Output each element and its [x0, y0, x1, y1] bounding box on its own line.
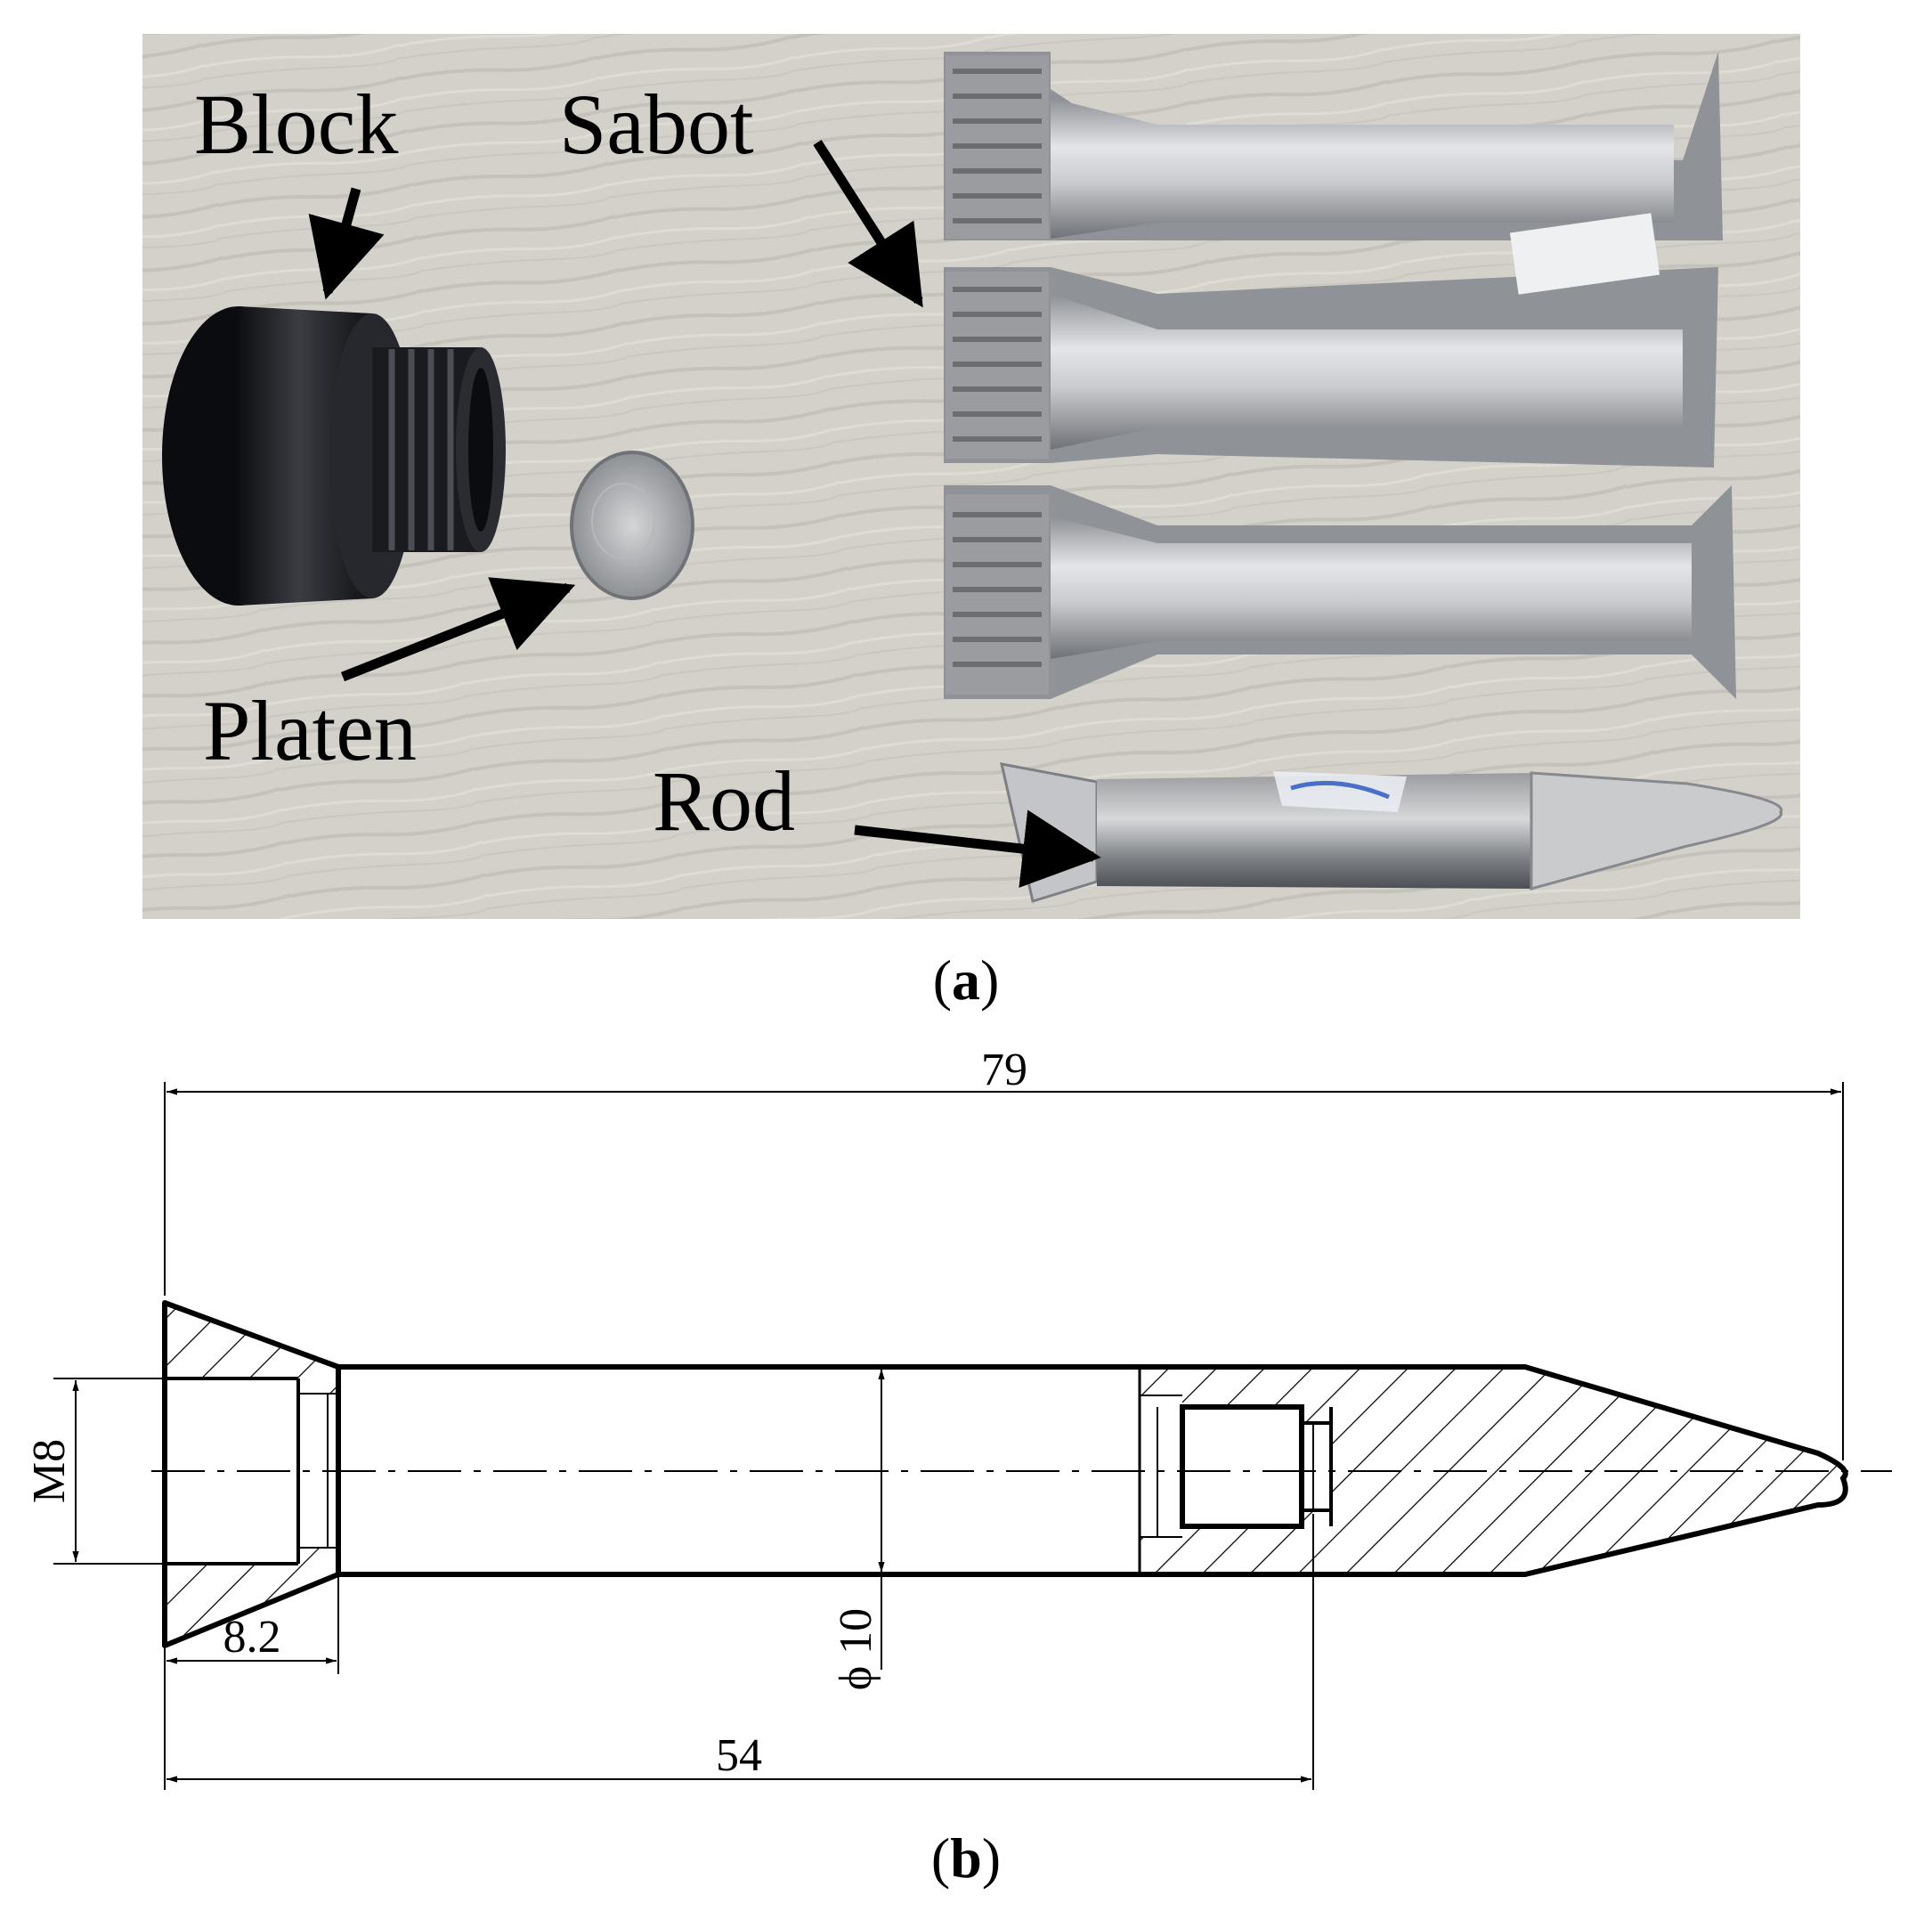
sabot-piece-3: [944, 485, 1736, 699]
rod-label: Rod: [653, 753, 795, 849]
dim-overall-label: 79: [981, 1045, 1027, 1095]
dim-cone-label: 8.2: [223, 1612, 281, 1663]
block-part: [162, 306, 506, 606]
dim-thread-position-label: 54: [716, 1730, 762, 1781]
dim-thread-label: M8: [24, 1439, 75, 1503]
photo-panel: Block Sabot Platen Rod: [142, 34, 1800, 919]
block-arrow: [308, 187, 385, 300]
caption-b: (b): [931, 1826, 1001, 1890]
cone-section-top: [165, 1303, 338, 1394]
sabot-piece-1: [944, 52, 1723, 240]
rod-outline: [162, 1300, 1848, 1648]
nose-section: [1140, 1367, 1844, 1574]
sabot-piece-2: [944, 213, 1718, 468]
caption-a: (a): [933, 948, 1000, 1012]
dim-diameter-label: ϕ 10: [831, 1608, 881, 1690]
dim-thread-position: [164, 1514, 1314, 1790]
platen-part: [570, 451, 694, 600]
dim-cone: [164, 1574, 339, 1674]
technical-drawing: [53, 1082, 1892, 1790]
platen-arrow: [340, 577, 576, 682]
sabot-label: Sabot: [559, 77, 754, 172]
dim-thread: [53, 1378, 165, 1565]
sabot-arrow: [813, 140, 923, 308]
block-label: Block: [194, 77, 398, 172]
dim-overall: [164, 1082, 1844, 1460]
cone-section-bottom: [165, 1548, 338, 1646]
rod-arrow: [854, 809, 1101, 888]
right-thread-bore: [1140, 1395, 1333, 1538]
platen-label: Platen: [203, 683, 417, 778]
left-thread-bore: [165, 1377, 338, 1565]
